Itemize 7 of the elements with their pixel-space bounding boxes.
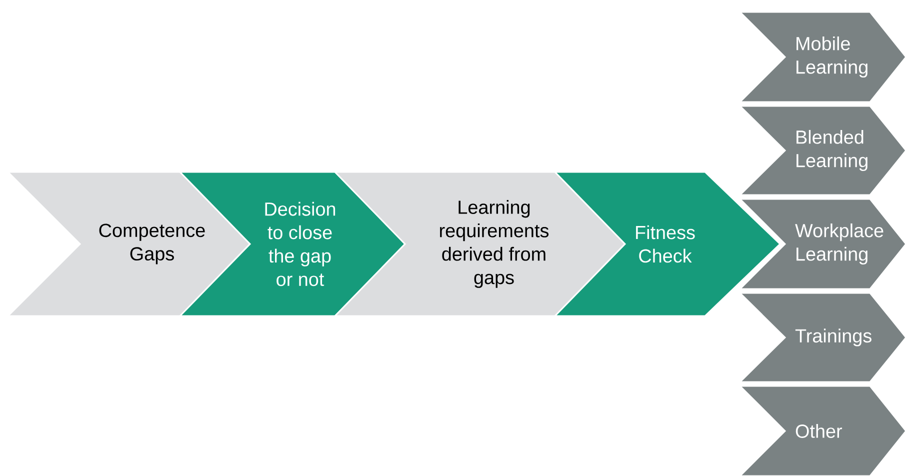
process-step: Other	[738, 385, 906, 476]
process-step: Fitness Check	[553, 171, 782, 317]
process-step: Blended Learning	[738, 105, 906, 196]
process-step: Competence Gaps	[6, 171, 252, 317]
process-step: Trainings	[738, 292, 906, 383]
process-step: Workplace Learning	[738, 198, 906, 290]
process-step: Mobile Learning	[738, 11, 906, 103]
